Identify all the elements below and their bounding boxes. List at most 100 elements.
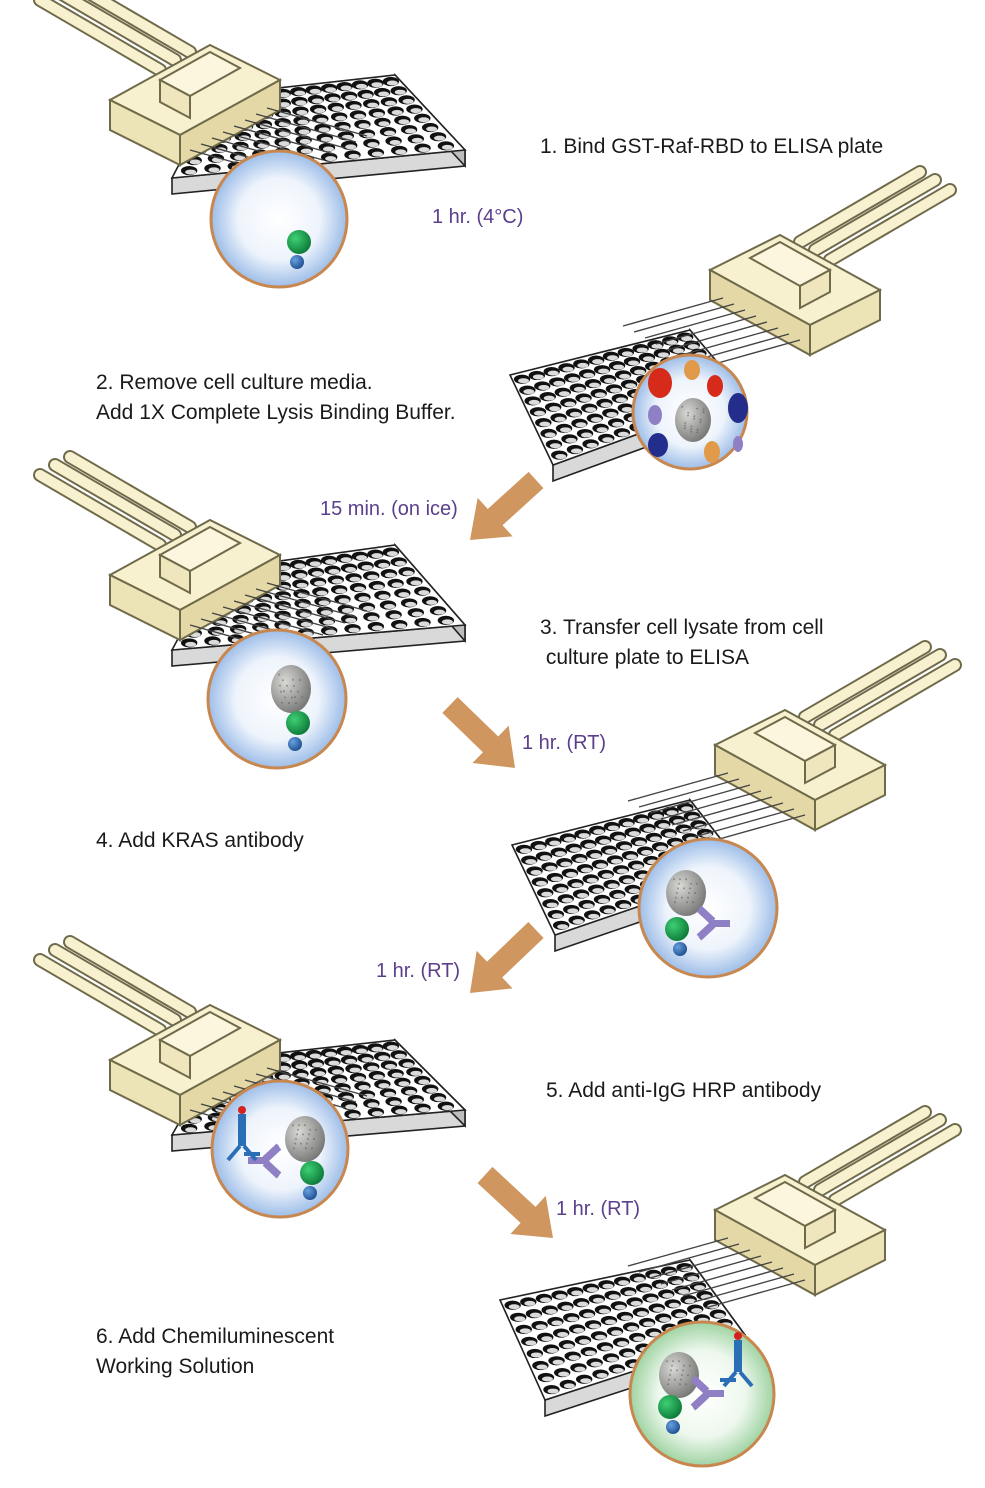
plate-well-highlight (278, 92, 290, 98)
plate-well-highlight (655, 1283, 667, 1289)
plate-well-highlight (602, 1283, 614, 1289)
plate-well-highlight (672, 348, 684, 354)
kras-texture (292, 1124, 294, 1127)
plate-well-highlight (185, 1127, 197, 1133)
kras-texture (687, 1374, 689, 1376)
plate-well-highlight (426, 1087, 438, 1093)
plate-well-highlight (300, 148, 312, 154)
kras-texture (281, 701, 283, 704)
pipette-tip (638, 778, 740, 808)
plate-well-highlight (362, 1093, 374, 1099)
kras-texture (294, 696, 296, 698)
kras-texture (702, 408, 705, 411)
kras-texture (699, 418, 702, 421)
plate-well-highlight (389, 140, 401, 146)
kras-texture (278, 673, 280, 676)
plate-well-highlight (278, 565, 290, 571)
kras-texture (683, 1364, 685, 1367)
plate-well-highlight (405, 601, 417, 607)
kras-texture (684, 424, 686, 427)
kras-protein (666, 870, 706, 916)
plate-well-highlight (361, 1057, 373, 1063)
plate-well-highlight (619, 373, 631, 379)
plate-well-highlight (335, 115, 347, 121)
plate-well-highlight (418, 1079, 430, 1085)
kras-texture (305, 1147, 307, 1150)
pipette-tip (222, 606, 324, 636)
kras-antibody (248, 1143, 282, 1179)
plate-well-highlight (590, 1361, 602, 1367)
step-6-line-1: 6. Add Chemiluminescent (96, 1325, 335, 1348)
plate-well-highlight (545, 1308, 557, 1314)
plate-well-highlight (553, 380, 565, 386)
plate-well-highlight (551, 1320, 563, 1326)
kras-texture (297, 690, 299, 693)
step-2-line-2: Add 1X Complete Lysis Binding Buffer. (96, 401, 456, 424)
plate-well-highlight (278, 131, 290, 137)
arrow-step-5-to-6 (477, 1166, 553, 1238)
pipette-manifold-side (714, 743, 816, 832)
plate-well-highlight (300, 621, 312, 627)
plate-well-highlight (588, 382, 600, 388)
plate-well-highlight (362, 606, 374, 612)
plate-well-highlight (590, 853, 602, 859)
plate-well-highlight (314, 108, 326, 114)
kras-protein (271, 665, 311, 713)
plate-well-highlight (646, 1296, 658, 1302)
pipette-tube (35, 0, 195, 75)
step-1-label: 1. Bind GST-Raf-RBD to ELISA plate (540, 132, 883, 162)
plate-well-highlight (278, 1056, 290, 1062)
plate-well-highlight (519, 848, 531, 854)
plate-well-highlight (426, 126, 438, 132)
kras-texture (687, 411, 690, 414)
plate-well-highlight (185, 641, 197, 647)
pipette-tip (233, 600, 335, 630)
plate-well-highlight (311, 98, 323, 104)
kras-texture (672, 1360, 674, 1363)
plate-well-highlight (208, 167, 220, 173)
plate-well-highlight (657, 352, 669, 358)
plate-well-highlight (384, 572, 396, 578)
antibody-stem (248, 1157, 266, 1164)
plate-well-highlight (325, 87, 337, 93)
plate-well-highlight (666, 339, 678, 345)
plate-well-highlight (411, 611, 423, 617)
kras-texture (307, 1138, 309, 1140)
plate-well-highlight (693, 1285, 705, 1291)
plate-well-highlight (573, 1327, 585, 1333)
plate-well-highlight (309, 561, 321, 567)
plate-well-highlight (615, 397, 627, 403)
plate-well-highlight (335, 588, 347, 594)
plate-well-highlight (367, 142, 379, 148)
plate-well-highlight (367, 1065, 379, 1071)
kras-texture (693, 415, 696, 418)
plate-well-highlight (345, 617, 357, 623)
plate-well-highlight (402, 1062, 414, 1068)
antibody-stem (712, 920, 730, 927)
plate-well-highlight (609, 387, 621, 393)
plate-well-highlight (418, 147, 430, 153)
plate-well-highlight (681, 336, 693, 342)
plate-well-highlight (386, 551, 398, 557)
plate-well-highlight (651, 343, 663, 349)
plate-well-highlight (598, 1308, 610, 1314)
kras-texture (692, 901, 694, 904)
plate-well-highlight (636, 1311, 648, 1317)
plate-well-highlight (391, 110, 403, 116)
plate-well-highlight (595, 863, 607, 869)
plate-well-highlight (398, 592, 410, 598)
plate-well-highlight (523, 389, 535, 395)
plate-well-highlight (687, 344, 699, 350)
kras-texture (666, 1360, 668, 1363)
pipette-tip (244, 594, 346, 624)
pipette-tip (244, 119, 346, 149)
antibody-arm (262, 1159, 282, 1179)
plate-well-highlight (410, 108, 422, 114)
plate-well-highlight (616, 868, 628, 874)
kras-texture (293, 1147, 295, 1150)
multichannel-pipette-step-4 (627, 640, 962, 844)
plate-well-highlight (643, 1321, 655, 1327)
plate-well-highlight (561, 897, 573, 903)
